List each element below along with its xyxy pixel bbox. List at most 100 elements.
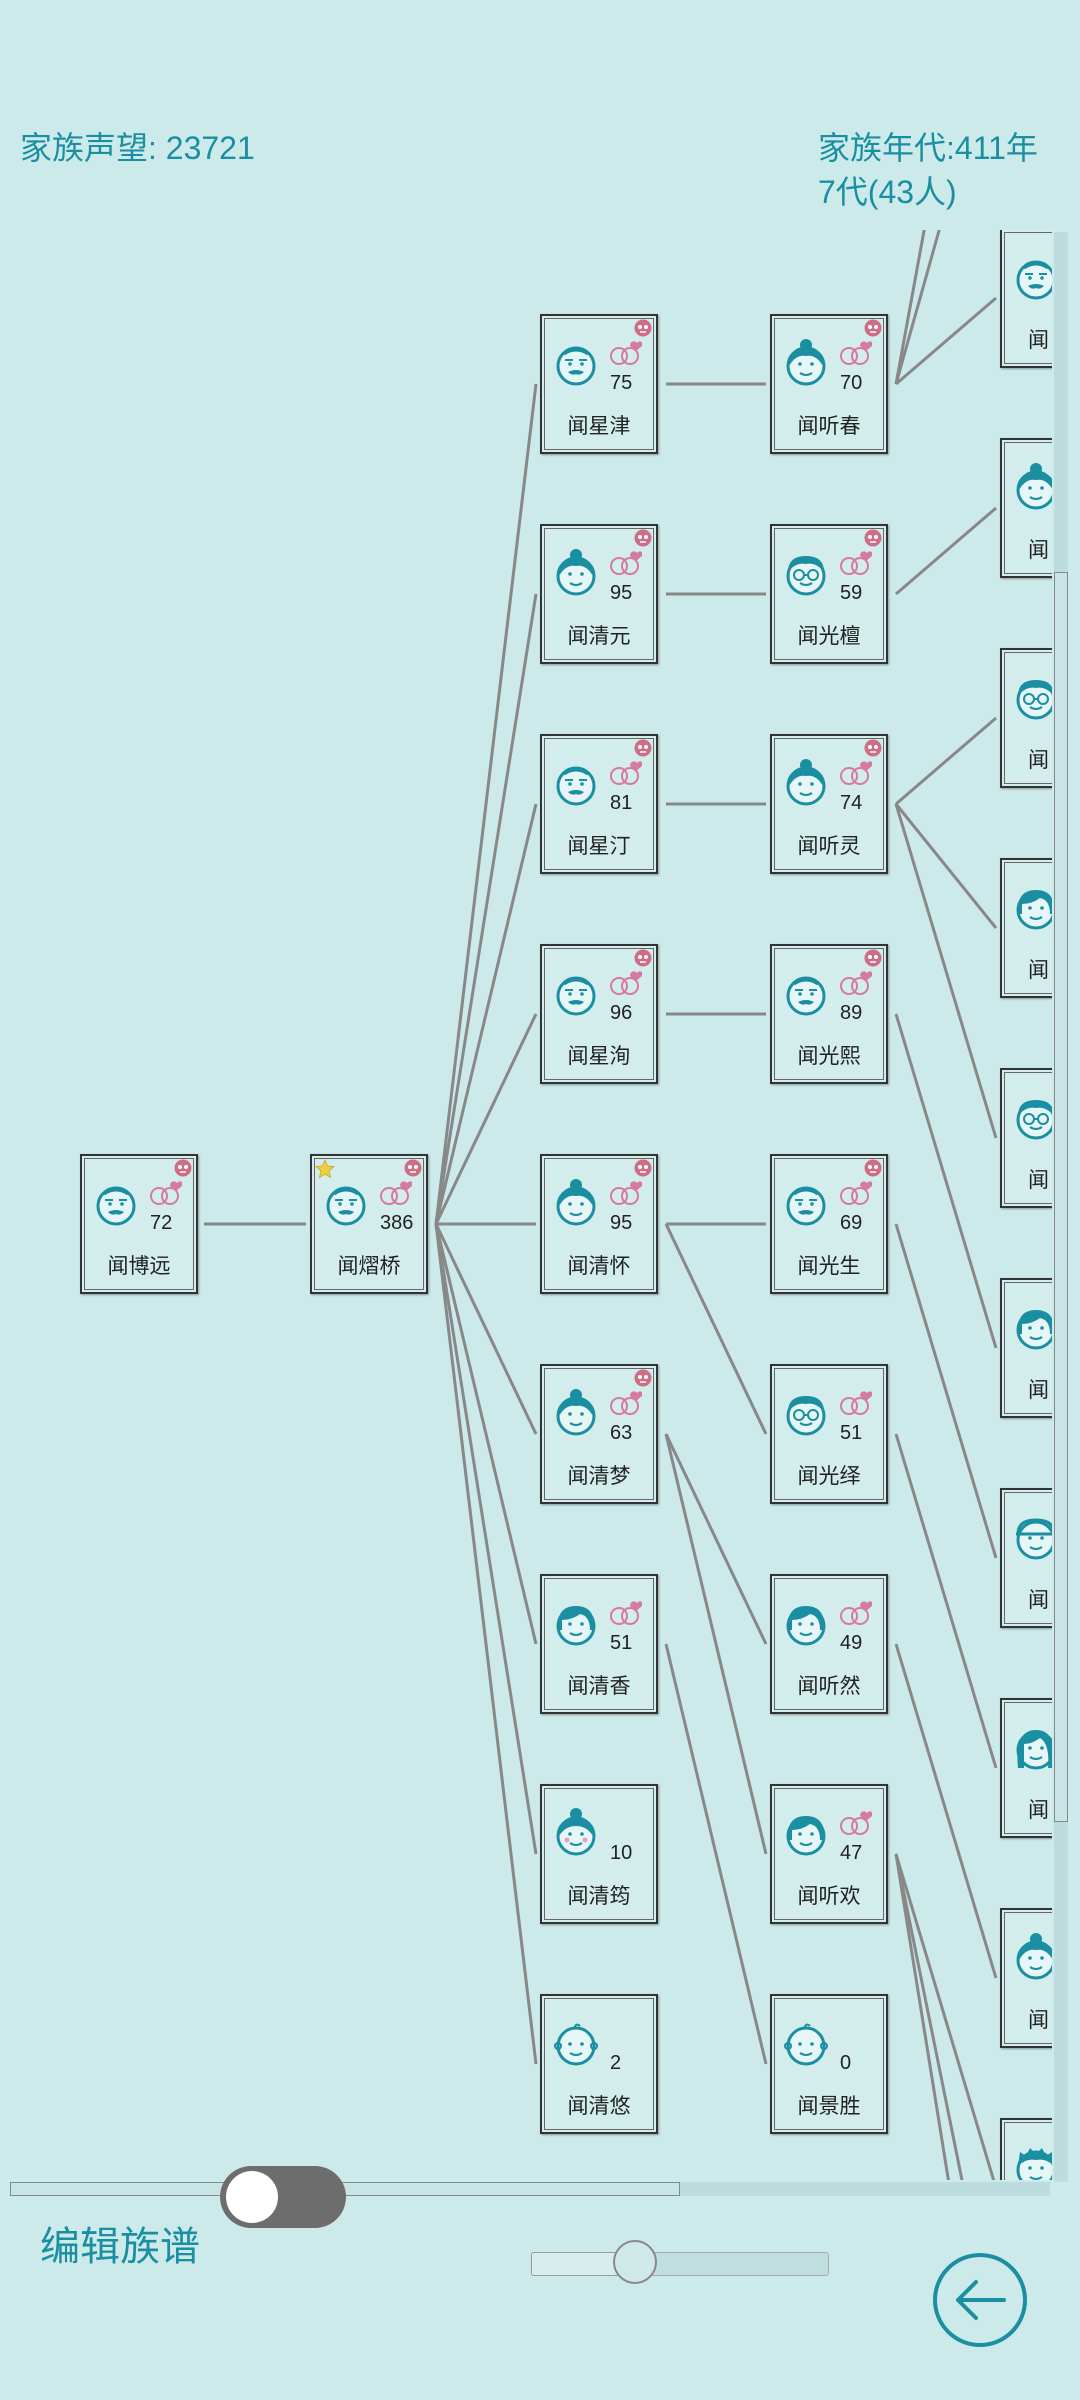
deceased-skull-icon <box>864 1159 882 1177</box>
member-card[interactable]: 闻 <box>1000 1488 1052 1628</box>
old-man-icon <box>780 966 832 1022</box>
deceased-skull-icon <box>864 319 882 337</box>
deceased-skull-icon <box>634 1159 652 1177</box>
member-age: 95 <box>610 1212 633 1234</box>
man-glasses-icon <box>780 1386 832 1442</box>
member-name: 闻 <box>1028 539 1049 562</box>
member-card[interactable]: 2 闻清悠 <box>540 1994 658 2134</box>
member-age: 63 <box>610 1422 633 1444</box>
old-man-icon <box>1010 250 1052 306</box>
member-card[interactable]: 闻 <box>1000 1278 1052 1418</box>
member-card[interactable]: 49 闻听然 <box>770 1574 888 1714</box>
old-woman-icon <box>550 1176 602 1232</box>
member-card[interactable]: 75 闻星津 <box>540 314 658 454</box>
married-rings-icon <box>608 1598 643 1626</box>
woman-icon <box>550 1596 602 1652</box>
member-card[interactable]: 闻 <box>1000 438 1052 578</box>
connector-line <box>434 803 538 1225</box>
connector-line <box>664 1643 768 2065</box>
woman-icon <box>1010 880 1052 936</box>
member-age: 51 <box>610 1632 633 1654</box>
member-age: 81 <box>610 792 633 814</box>
married-rings-icon <box>608 548 643 576</box>
member-name: 闻听然 <box>797 1675 861 1698</box>
member-age: 59 <box>840 582 863 604</box>
member-card[interactable]: 闻 <box>1000 648 1052 788</box>
member-name: 闻 <box>1028 959 1049 982</box>
member-name: 闻 <box>1028 749 1049 772</box>
connector-line <box>894 230 926 385</box>
member-age: 89 <box>840 1002 863 1024</box>
married-rings-icon <box>838 338 873 366</box>
member-card[interactable]: 闻 <box>1000 858 1052 998</box>
boy-cap-icon <box>1010 1510 1052 1566</box>
edit-family-tree-toggle[interactable] <box>220 2166 346 2228</box>
member-card[interactable]: 闻 <box>1000 1068 1052 1208</box>
toggle-knob[interactable] <box>226 2171 278 2223</box>
connector-line <box>434 1223 538 1855</box>
member-age: 75 <box>610 372 633 394</box>
connector-line <box>664 1223 768 1435</box>
old-woman-icon <box>1010 460 1052 516</box>
member-name: 闻光生 <box>797 1255 861 1278</box>
old-woman-icon <box>1010 1930 1052 1986</box>
member-card[interactable]: 闻 <box>1000 1908 1052 2048</box>
member-card[interactable]: 闻 <box>1000 230 1052 368</box>
member-age: 49 <box>840 1632 863 1654</box>
member-age: 72 <box>150 1212 173 1234</box>
member-card[interactable]: 闻 <box>1000 1698 1052 1838</box>
deceased-skull-icon <box>864 529 882 547</box>
back-button[interactable] <box>932 2252 1028 2348</box>
member-name: 闻星津 <box>567 415 631 438</box>
connector-line <box>895 506 997 596</box>
man-glasses-icon <box>1010 670 1052 726</box>
member-name: 闻听欢 <box>797 1885 861 1908</box>
old-man-icon <box>320 1176 372 1232</box>
baby-icon <box>780 2016 832 2072</box>
member-name: 闻 <box>1028 2009 1049 2032</box>
member-name: 闻光檀 <box>797 625 861 648</box>
zoom-slider-handle[interactable] <box>613 2240 658 2284</box>
deceased-skull-icon <box>634 739 652 757</box>
member-name: 闻光绎 <box>797 1465 861 1488</box>
family-reputation: 家族声望: 23721 <box>20 130 255 166</box>
man-glasses-icon <box>1010 1090 1052 1146</box>
member-age: 47 <box>840 1842 863 1864</box>
member-age: 2 <box>610 2052 622 2074</box>
member-card[interactable]: 47 闻听欢 <box>770 1784 888 1924</box>
member-name: 闻听春 <box>797 415 861 438</box>
connector-line <box>434 383 538 1225</box>
connector-line <box>894 1853 950 2180</box>
connector-line <box>434 1223 538 1435</box>
married-rings-icon <box>838 1178 873 1206</box>
member-age: 96 <box>610 1002 633 1024</box>
member-card[interactable]: 59 闻光檀 <box>770 524 888 664</box>
member-name: 闻清悠 <box>567 2095 631 2118</box>
old-woman-icon <box>780 336 832 392</box>
connector-line <box>664 1433 768 1645</box>
connector-line <box>894 803 998 1139</box>
deceased-skull-icon <box>634 1369 652 1387</box>
married-rings-icon <box>838 968 873 996</box>
member-card[interactable]: 闻 <box>1000 2118 1052 2180</box>
connector-line <box>894 1853 964 2180</box>
member-name: 闻 <box>1028 1169 1049 1192</box>
member-age: 74 <box>840 792 863 814</box>
vertical-scrollbar-thumb[interactable] <box>1054 572 1068 1822</box>
